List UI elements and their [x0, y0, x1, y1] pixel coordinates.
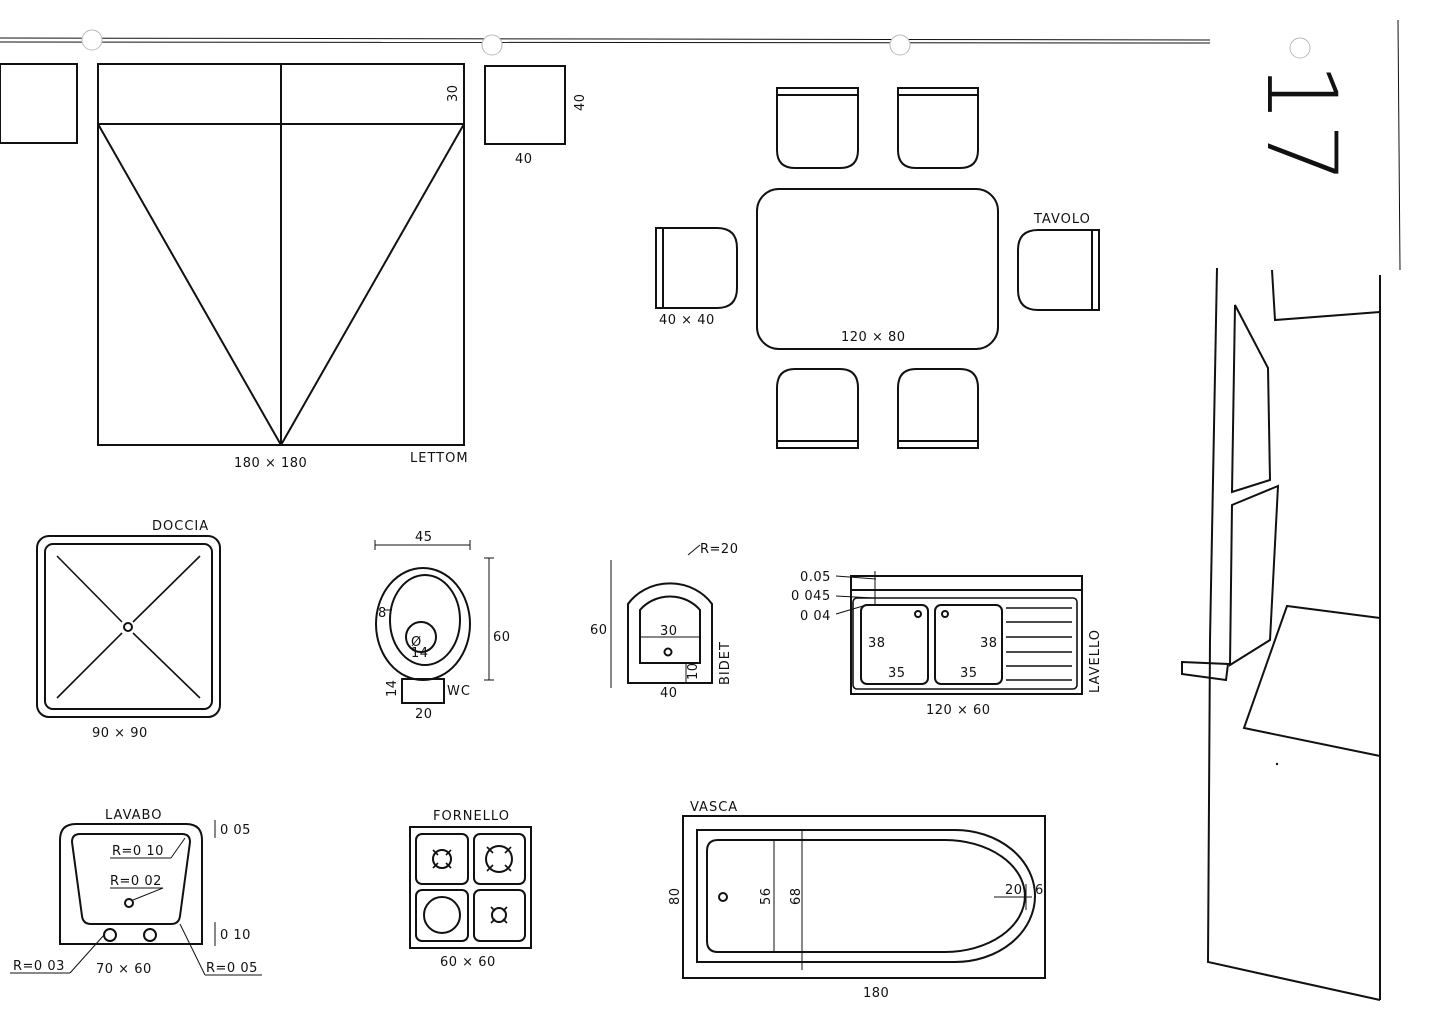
washbasin-title: LAVABO [105, 808, 162, 823]
cooktop [409, 826, 532, 949]
nightstand-depth: 40 [573, 93, 588, 111]
sink-dim-1: 0.05 [800, 570, 831, 585]
stove-title: FORNELLO [433, 809, 510, 824]
bed-title: LETTOM [410, 451, 469, 466]
sink-title: LAVELLO [1088, 629, 1103, 693]
sink-basin-height-2: 38 [980, 636, 998, 651]
washbasin-size: 70 × 60 [96, 962, 152, 977]
wc-toilet [374, 540, 494, 704]
kitchen-sink [835, 571, 1083, 695]
washbasin-radius-3: R=0 03 [13, 959, 65, 974]
washbasin-radius-1: R=0 10 [112, 844, 164, 859]
bidet-depth: 60 [590, 623, 608, 638]
bathtub-inner-2: 68 [789, 887, 804, 905]
bidet [610, 544, 713, 688]
wc-title: WC [447, 684, 471, 699]
shower-tray [36, 535, 221, 718]
page-number: 17 [1245, 62, 1357, 184]
sheet-top-edge [0, 19, 1401, 271]
sink-basin-height-1: 38 [868, 636, 886, 651]
washbasin-dim-1: 0 05 [220, 823, 251, 838]
bathtub-title: VASCA [690, 800, 738, 815]
shower-title: DOCCIA [152, 519, 209, 534]
chair-size: 40 × 40 [659, 313, 715, 328]
wc-tank-width: 20 [415, 707, 433, 722]
sink-basin-width-2: 35 [960, 666, 978, 681]
bathtub-inner-1: 56 [759, 887, 774, 905]
sink-dim-3: 0 04 [800, 609, 831, 624]
dining-table [655, 87, 1100, 449]
bed-header-depth: 30 [446, 84, 461, 102]
bidet-radius: R=20 [700, 542, 738, 557]
bidet-inner: 30 [660, 624, 678, 639]
shower-size: 90 × 90 [92, 726, 148, 741]
wc-rim: 8 [378, 606, 387, 621]
wc-width: 45 [415, 530, 433, 545]
washbasin-radius-4: R=0 05 [206, 961, 258, 976]
sink-basin-width-1: 35 [888, 666, 906, 681]
bathtub-end: 20 [1005, 883, 1023, 898]
bidet-offset: 10 [686, 662, 701, 680]
sink-dim-2: 0 045 [791, 589, 831, 604]
washbasin-dim-2: 0 10 [220, 928, 251, 943]
wc-tank-depth: 14 [385, 679, 400, 697]
stove-size: 60 × 60 [440, 955, 496, 970]
table-size: 120 × 80 [841, 330, 906, 345]
bathtub-depth: 80 [668, 887, 683, 905]
sink-size: 120 × 60 [926, 703, 991, 718]
bidet-title: BIDET [718, 641, 733, 685]
washbasin-radius-2: R=0 02 [110, 874, 162, 889]
wc-depth: 60 [493, 630, 511, 645]
double-bed [0, 63, 566, 446]
nightstand-width: 40 [515, 152, 533, 167]
bathtub-rim: 6 [1035, 883, 1044, 898]
bed-size: 180 × 180 [234, 456, 307, 471]
table-title: TAVOLO [1033, 212, 1091, 227]
bathtub-length: 180 [863, 986, 889, 1001]
bathtub [682, 815, 1046, 979]
washbasin [10, 820, 262, 976]
car-top-view [1181, 267, 1381, 1001]
bidet-width: 40 [660, 686, 678, 701]
